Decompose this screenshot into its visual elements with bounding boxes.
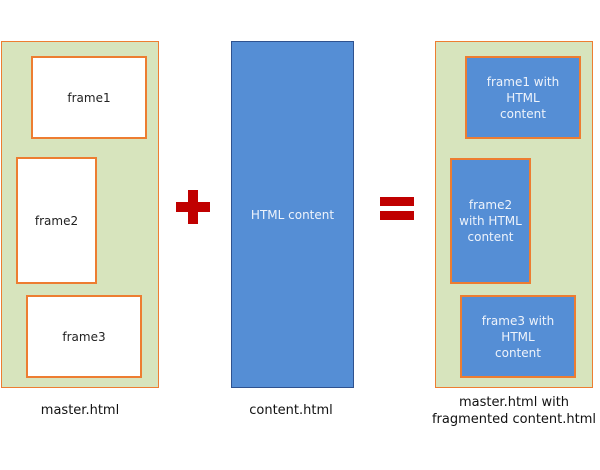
- frame-label: frame2: [34, 213, 79, 228]
- master-frame1: frame1: [31, 56, 147, 139]
- content-label: HTML content: [250, 207, 335, 222]
- equals-operator: [380, 197, 414, 221]
- plus-operator: [176, 190, 210, 224]
- frame-label: frame3: [62, 329, 106, 344]
- result-frame2: frame2 with HTML content: [450, 158, 531, 284]
- master-frame3: frame3: [26, 295, 142, 378]
- frame-label: frame3 with HTML content: [481, 313, 555, 360]
- result-frame3: frame3 with HTML content: [460, 295, 576, 378]
- frame-label: frame1: [67, 90, 111, 105]
- frame-label: frame1 with HTML content: [486, 74, 560, 121]
- result-caption-line1: master.html with: [458, 395, 570, 410]
- result-frame1: frame1 with HTML content: [465, 56, 581, 139]
- content-block: HTML content: [231, 41, 354, 388]
- result-caption-line2: fragmented content.html: [431, 412, 597, 427]
- frame-label: frame2 with HTML content: [459, 198, 522, 244]
- content-caption: content.html: [249, 403, 333, 418]
- master-frame2: frame2: [16, 157, 97, 284]
- result-caption: master.html with fragmented content.html: [424, 394, 600, 428]
- master-caption: master.html: [40, 403, 120, 418]
